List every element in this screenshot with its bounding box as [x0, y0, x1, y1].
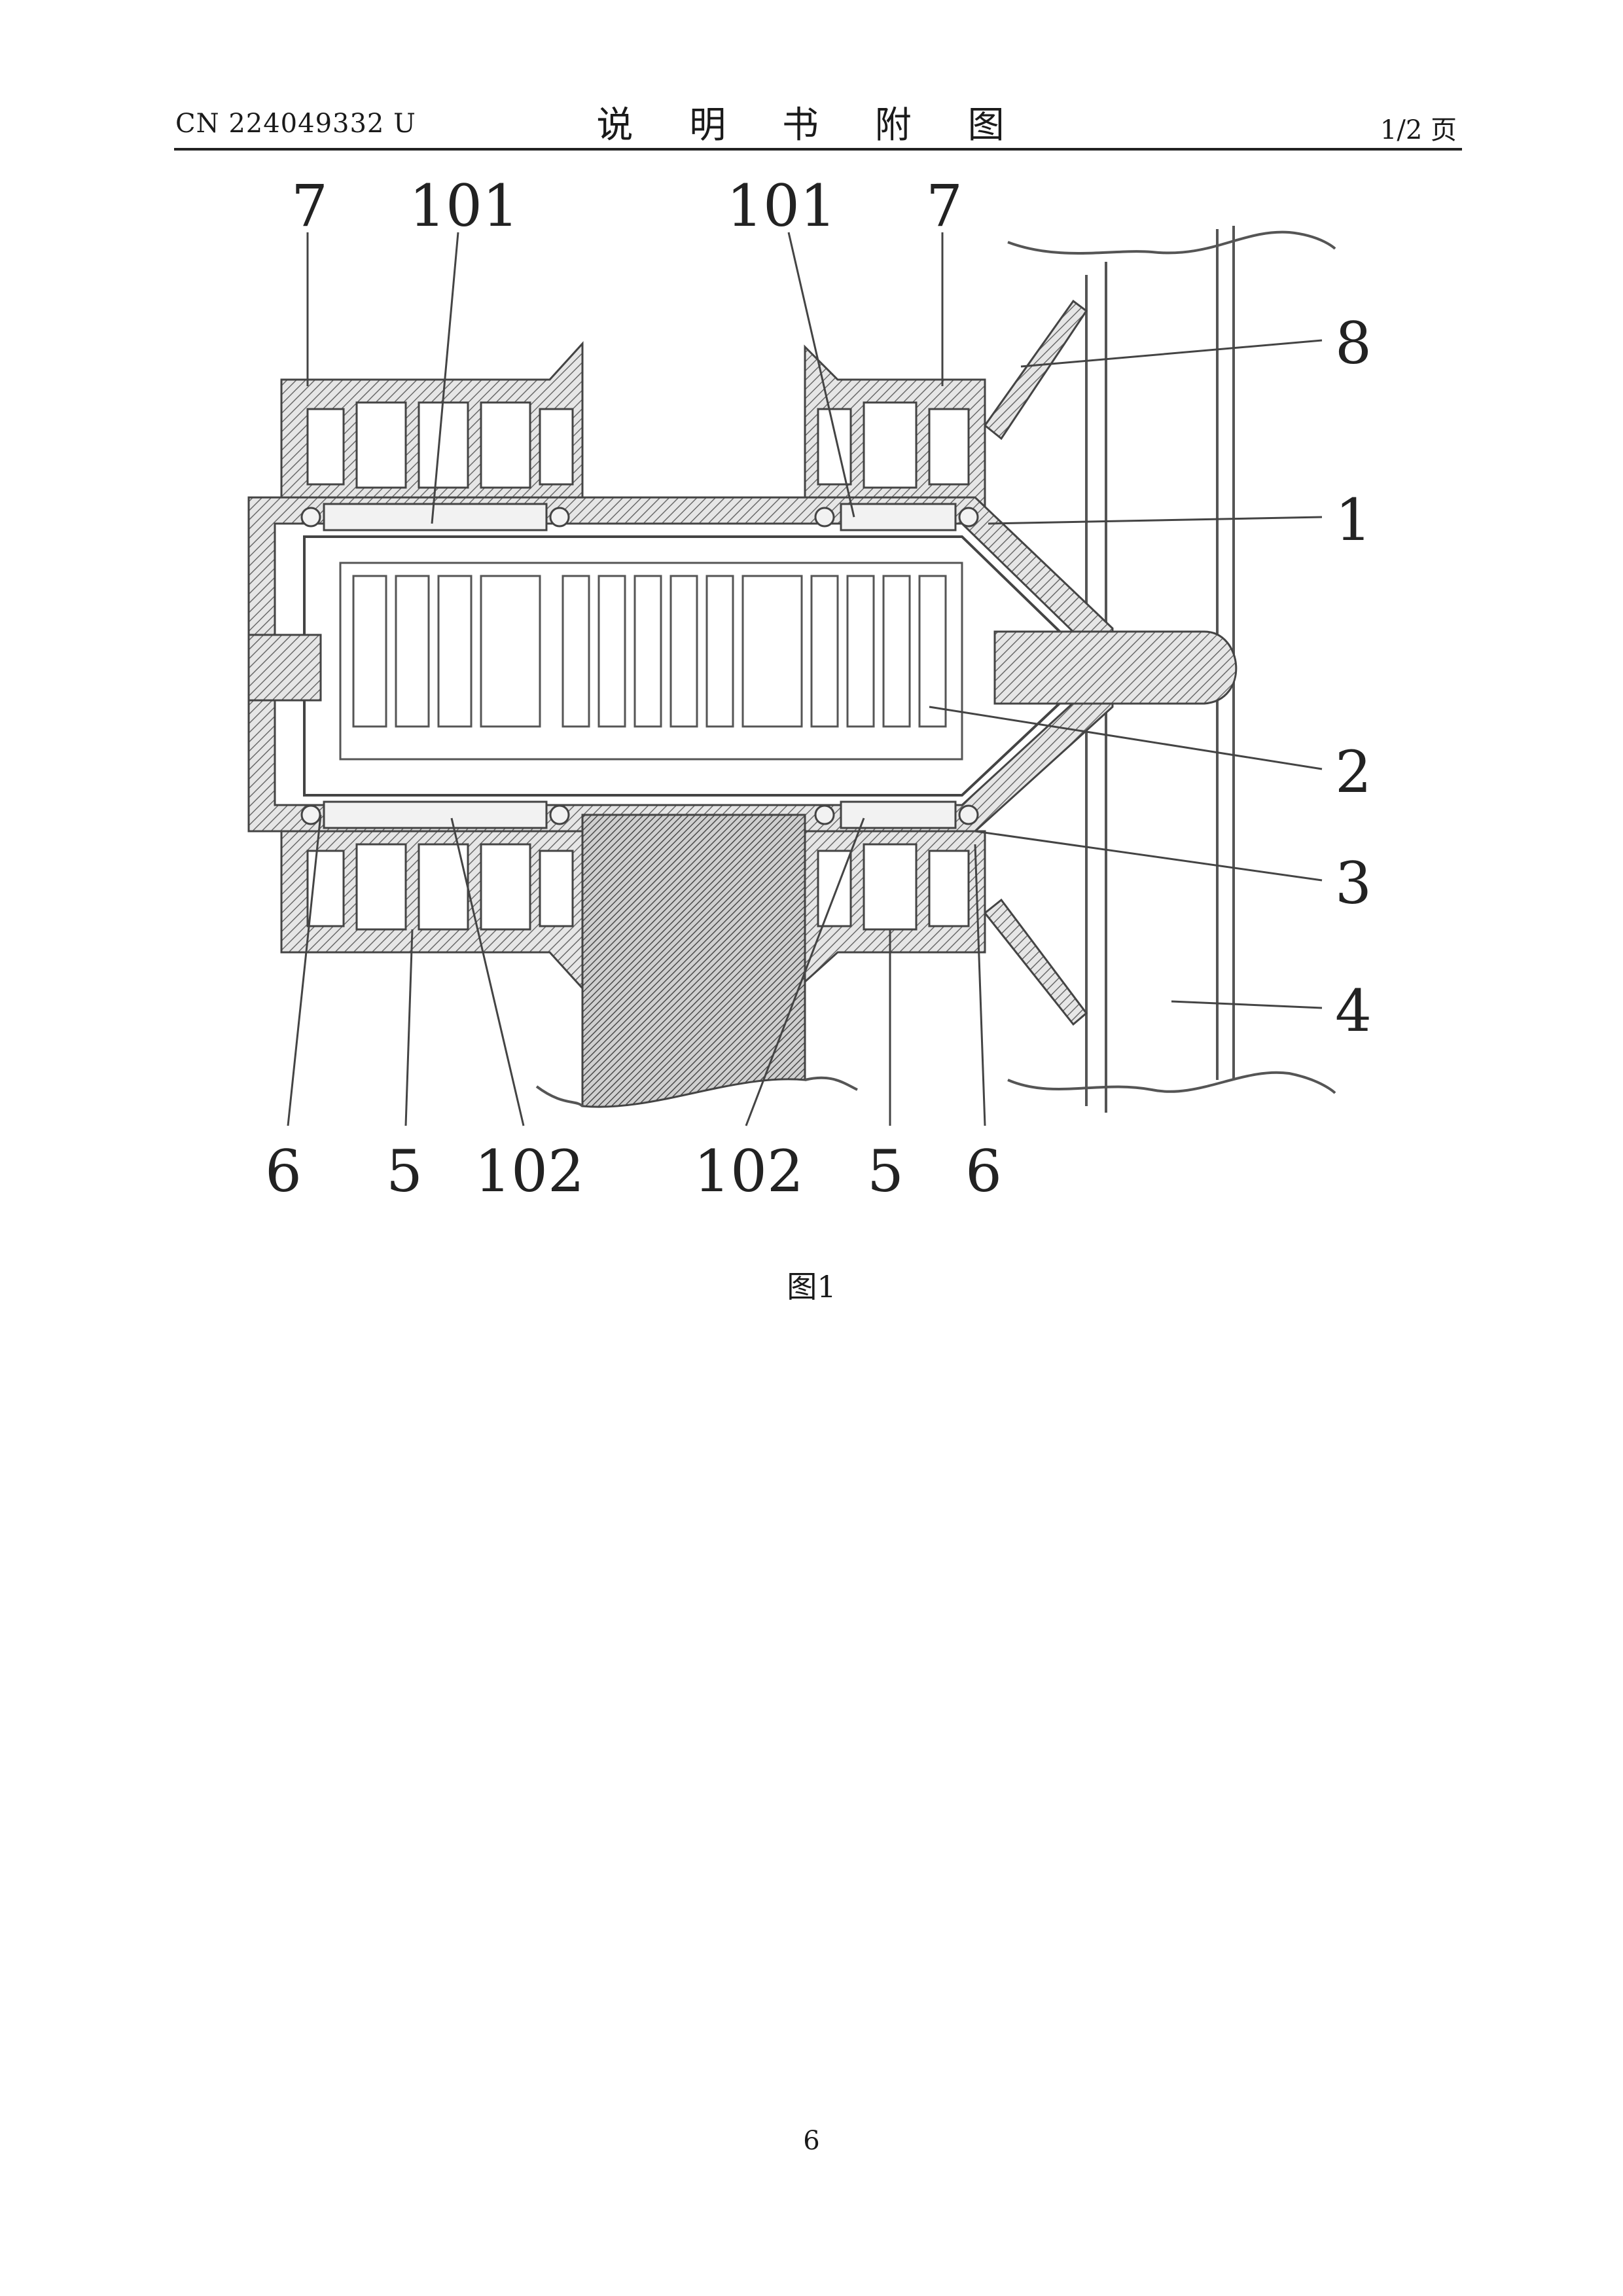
- label-101-right: 101: [726, 172, 836, 240]
- coil-windows-lower-right: [818, 844, 969, 929]
- figure-caption: 图1: [0, 1263, 1623, 1306]
- label-6-left: 6: [265, 1138, 302, 1205]
- label-5-right: 5: [867, 1138, 904, 1205]
- bracket-8-upper: [985, 301, 1086, 439]
- bracket-8-lower: [985, 900, 1086, 1024]
- label-102-right: 102: [694, 1138, 804, 1205]
- label-7-right: 7: [926, 172, 963, 240]
- label-6-right: 6: [965, 1138, 1002, 1205]
- ground-line-right: [805, 1078, 857, 1090]
- label-8: 8: [1335, 310, 1372, 377]
- ground-line-left: [537, 1086, 582, 1106]
- label-3: 3: [1335, 850, 1372, 917]
- coil-windows-upper-right: [818, 403, 969, 488]
- label-2: 2: [1335, 738, 1372, 806]
- label-4: 4: [1335, 977, 1372, 1045]
- label-101-left: 101: [409, 172, 519, 240]
- support-leg: [582, 815, 805, 1107]
- label-7-left: 7: [291, 172, 328, 240]
- label-102-left: 102: [474, 1138, 584, 1205]
- shaft-right: [995, 632, 1236, 704]
- label-5-left: 5: [386, 1138, 423, 1205]
- label-1: 1: [1335, 486, 1372, 554]
- rotor-2: [340, 563, 962, 759]
- page-number: 6: [0, 2126, 1623, 2156]
- shaft-left: [249, 635, 321, 700]
